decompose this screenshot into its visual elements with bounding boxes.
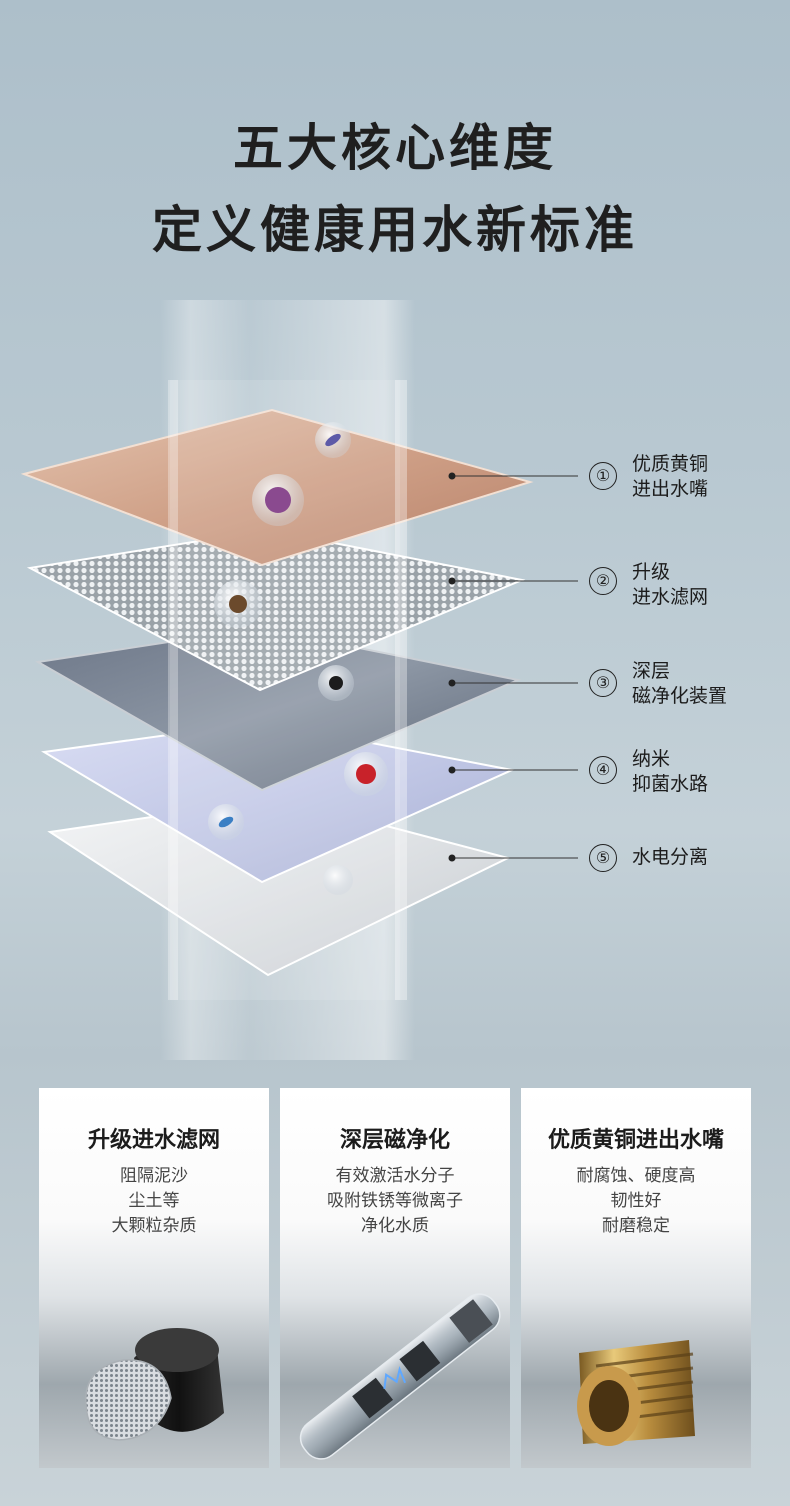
card-title: 优质黄铜进出水嘴	[547, 1128, 724, 1153]
card-title: 深层磁净化	[339, 1128, 450, 1153]
card-line: 净化水质	[361, 1216, 429, 1236]
title-line-1: 五大核心维度	[233, 119, 557, 177]
layer-2-label: 升级 进水滤网	[632, 561, 709, 608]
sand-bubble-icon	[214, 580, 262, 628]
card-line: 大颗粒杂质	[111, 1216, 197, 1236]
red-bacteria-bubble-icon	[344, 752, 388, 796]
card-description: 有效激活水分子 吸附铁锈等微离子 净化水质	[280, 1164, 510, 1239]
magnetic-tube-icon	[299, 1293, 501, 1460]
title-line-2: 定义健康用水新标准	[152, 201, 638, 259]
card-title: 升级进水滤网	[87, 1128, 220, 1153]
layer-5-number: ⑤	[589, 844, 617, 872]
layer-4-label: 纳米 抑菌水路	[632, 748, 709, 795]
feature-card-brass: 优质黄铜进出水嘴 耐腐蚀、硬度高 韧性好 耐磨稳定	[521, 1088, 751, 1468]
layer-3-label: 深层 磁净化装置	[632, 660, 728, 707]
layer-4-number: ④	[589, 756, 617, 784]
rust-bubble-icon	[318, 665, 354, 701]
feature-card-filter: 升级进水滤网 阻隔泥沙 尘土等 大颗粒杂质	[39, 1088, 269, 1468]
layer-1-number: ①	[589, 462, 617, 490]
layer-5-label: 水电分离	[632, 846, 709, 868]
card-description: 耐腐蚀、硬度高 韧性好 耐磨稳定	[521, 1164, 751, 1239]
card-description: 阻隔泥沙 尘土等 大颗粒杂质	[39, 1164, 269, 1239]
feature-card-magnetic: 深层磁净化 有效激活水分子 吸附铁锈等微离子 净化水质	[280, 1088, 510, 1468]
card-line: 尘土等	[128, 1191, 180, 1211]
water-drop-bubble-icon	[323, 865, 353, 895]
filter-mesh-icon	[85, 1328, 224, 1441]
germ-bubble-icon	[315, 422, 351, 458]
layer-2-plate	[26, 528, 526, 692]
card-line: 阻隔泥沙	[120, 1166, 188, 1186]
blue-microbe-bubble-icon	[208, 804, 244, 840]
card-line: 耐腐蚀、硬度高	[576, 1166, 696, 1186]
layer-3-number: ③	[589, 669, 617, 697]
brass-fitting-icon	[577, 1340, 695, 1446]
card-line: 耐磨稳定	[602, 1216, 670, 1236]
card-line: 韧性好	[610, 1191, 662, 1211]
card-line: 有效激活水分子	[335, 1166, 455, 1186]
card-line: 吸附铁锈等微离子	[327, 1191, 463, 1211]
layered-structure-illustration	[20, 380, 578, 1000]
bacteria-bubble-icon	[252, 474, 304, 526]
layer-1-label: 优质黄铜 进出水嘴	[632, 453, 709, 500]
layer-2-number: ②	[589, 567, 617, 595]
